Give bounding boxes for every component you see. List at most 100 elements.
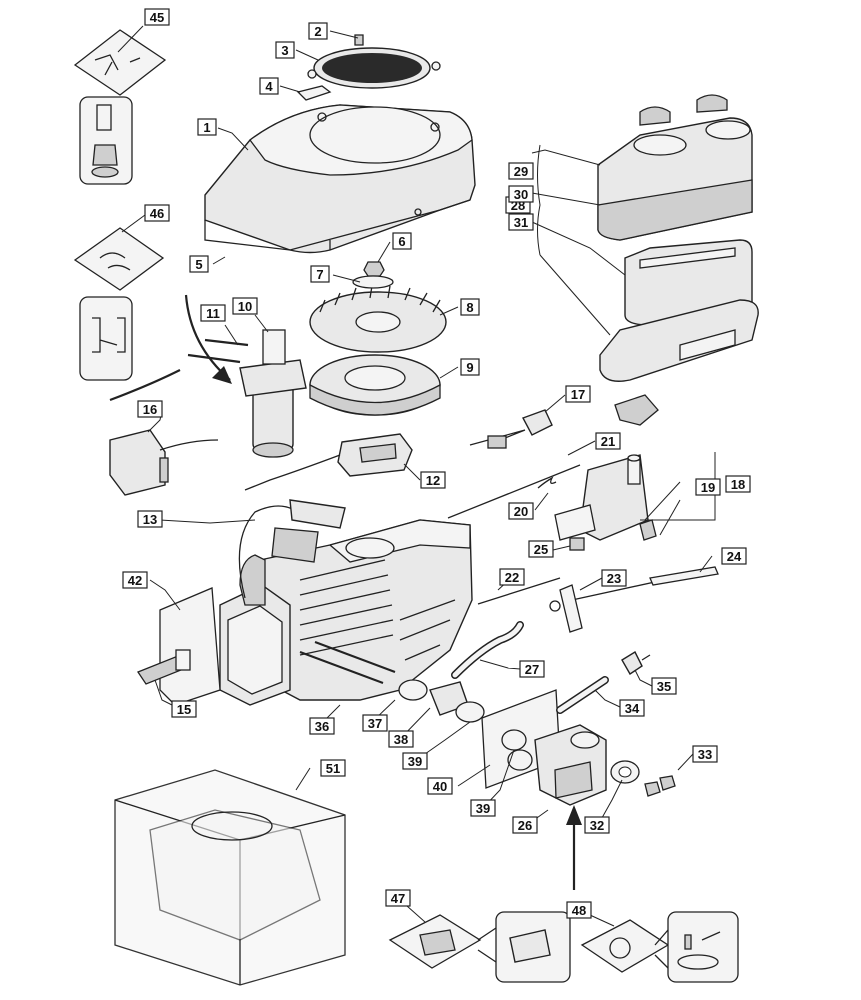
bracket-4 xyxy=(296,85,332,101)
screw-25 xyxy=(569,537,585,551)
rotating-screen xyxy=(307,34,441,89)
callout-box xyxy=(200,304,226,322)
rectifier xyxy=(109,429,219,496)
callout-34: 34 xyxy=(619,699,645,717)
callout-number: 9 xyxy=(466,360,473,375)
callout-number: 33 xyxy=(698,747,712,762)
callout-25: 25 xyxy=(528,540,554,558)
callout-box xyxy=(309,717,335,735)
callout-7: 7 xyxy=(310,265,330,283)
callout-box xyxy=(508,213,534,231)
callout-box xyxy=(144,204,170,222)
washer-7 xyxy=(352,275,394,289)
callout-box xyxy=(565,385,591,403)
fuel-filter-35 xyxy=(621,651,651,675)
callout-box xyxy=(692,745,718,763)
callout-box xyxy=(566,901,592,919)
callout-45: 45 xyxy=(144,8,170,26)
fuel-line-27 xyxy=(451,621,524,679)
callout-box xyxy=(122,571,148,589)
engine-block xyxy=(219,519,473,706)
callout-box xyxy=(721,547,747,565)
callout-1: 1 xyxy=(197,118,217,136)
callout-number: 6 xyxy=(398,234,405,249)
callout-number: 7 xyxy=(316,267,323,282)
throttle-links xyxy=(447,464,719,633)
callout-number: 39 xyxy=(408,754,422,769)
callout-number: 31 xyxy=(514,215,528,230)
callout-19: 19 xyxy=(695,478,721,496)
callout-number: 1 xyxy=(203,120,210,135)
callout-box xyxy=(470,799,496,817)
flywheel-fan xyxy=(309,285,447,353)
callout-number: 3 xyxy=(281,43,288,58)
starter-motor xyxy=(187,329,307,458)
callout-box xyxy=(695,478,721,496)
flywheel xyxy=(309,354,441,416)
callout-number: 20 xyxy=(514,504,528,519)
callout-box xyxy=(385,889,411,907)
callout-number: 35 xyxy=(657,679,671,694)
callout-48: 48 xyxy=(566,901,592,919)
callout-3: 3 xyxy=(275,41,295,59)
callout-box xyxy=(519,660,545,678)
air-filter-element xyxy=(624,239,753,326)
callout-number: 48 xyxy=(572,903,586,918)
callout-number: 27 xyxy=(525,662,539,677)
blower-housing xyxy=(204,104,476,254)
callout-number: 11 xyxy=(206,306,220,321)
callout-5: 5 xyxy=(189,255,209,273)
callout-29: 29 xyxy=(508,162,534,180)
callout-26: 26 xyxy=(512,816,538,834)
callout-box xyxy=(499,568,525,586)
callout-box xyxy=(308,22,328,40)
callout-box xyxy=(171,700,197,718)
callout-box xyxy=(528,540,554,558)
callout-22: 22 xyxy=(499,568,525,586)
callout-number: 19 xyxy=(701,480,715,495)
callout-box xyxy=(402,752,428,770)
callout-number: 37 xyxy=(368,716,382,731)
callout-box xyxy=(584,816,610,834)
nut-6 xyxy=(363,261,385,277)
callout-35: 35 xyxy=(651,677,677,695)
spark-plug xyxy=(137,649,191,685)
callout-box xyxy=(460,358,480,376)
callout-17: 17 xyxy=(565,385,591,403)
callout-31: 31 xyxy=(508,213,534,231)
kit-bag-48 xyxy=(580,911,739,983)
callout-number: 12 xyxy=(426,473,440,488)
carburetor xyxy=(507,724,640,806)
callout-51: 51 xyxy=(320,759,346,777)
callout-42: 42 xyxy=(122,571,148,589)
callout-box xyxy=(362,714,388,732)
callout-box xyxy=(197,118,217,136)
kit-bag-47 xyxy=(388,911,571,983)
callout-box xyxy=(388,730,414,748)
callout-number: 4 xyxy=(265,79,273,94)
callout-box xyxy=(137,510,163,528)
callout-number: 34 xyxy=(625,701,640,716)
callout-number: 22 xyxy=(505,570,519,585)
callout-number: 39 xyxy=(476,801,490,816)
callout-37: 37 xyxy=(362,714,388,732)
callout-33: 33 xyxy=(692,745,718,763)
callout-32: 32 xyxy=(584,816,610,834)
callout-number: 5 xyxy=(195,257,202,272)
callout-number: 47 xyxy=(391,891,405,906)
callout-number: 45 xyxy=(150,10,164,25)
callout-box xyxy=(508,185,534,203)
heat-shield-42 xyxy=(159,587,221,706)
callout-number: 8 xyxy=(466,300,473,315)
callout-24: 24 xyxy=(721,547,747,565)
callout-box xyxy=(508,162,534,180)
callout-box xyxy=(508,502,534,520)
air-filter-base xyxy=(599,299,759,426)
callout-27: 27 xyxy=(519,660,545,678)
callout-box xyxy=(310,265,330,283)
kit-bag-46 xyxy=(73,227,165,381)
curved-arrow-starter xyxy=(109,294,232,402)
kit-bag-45 xyxy=(73,29,167,185)
